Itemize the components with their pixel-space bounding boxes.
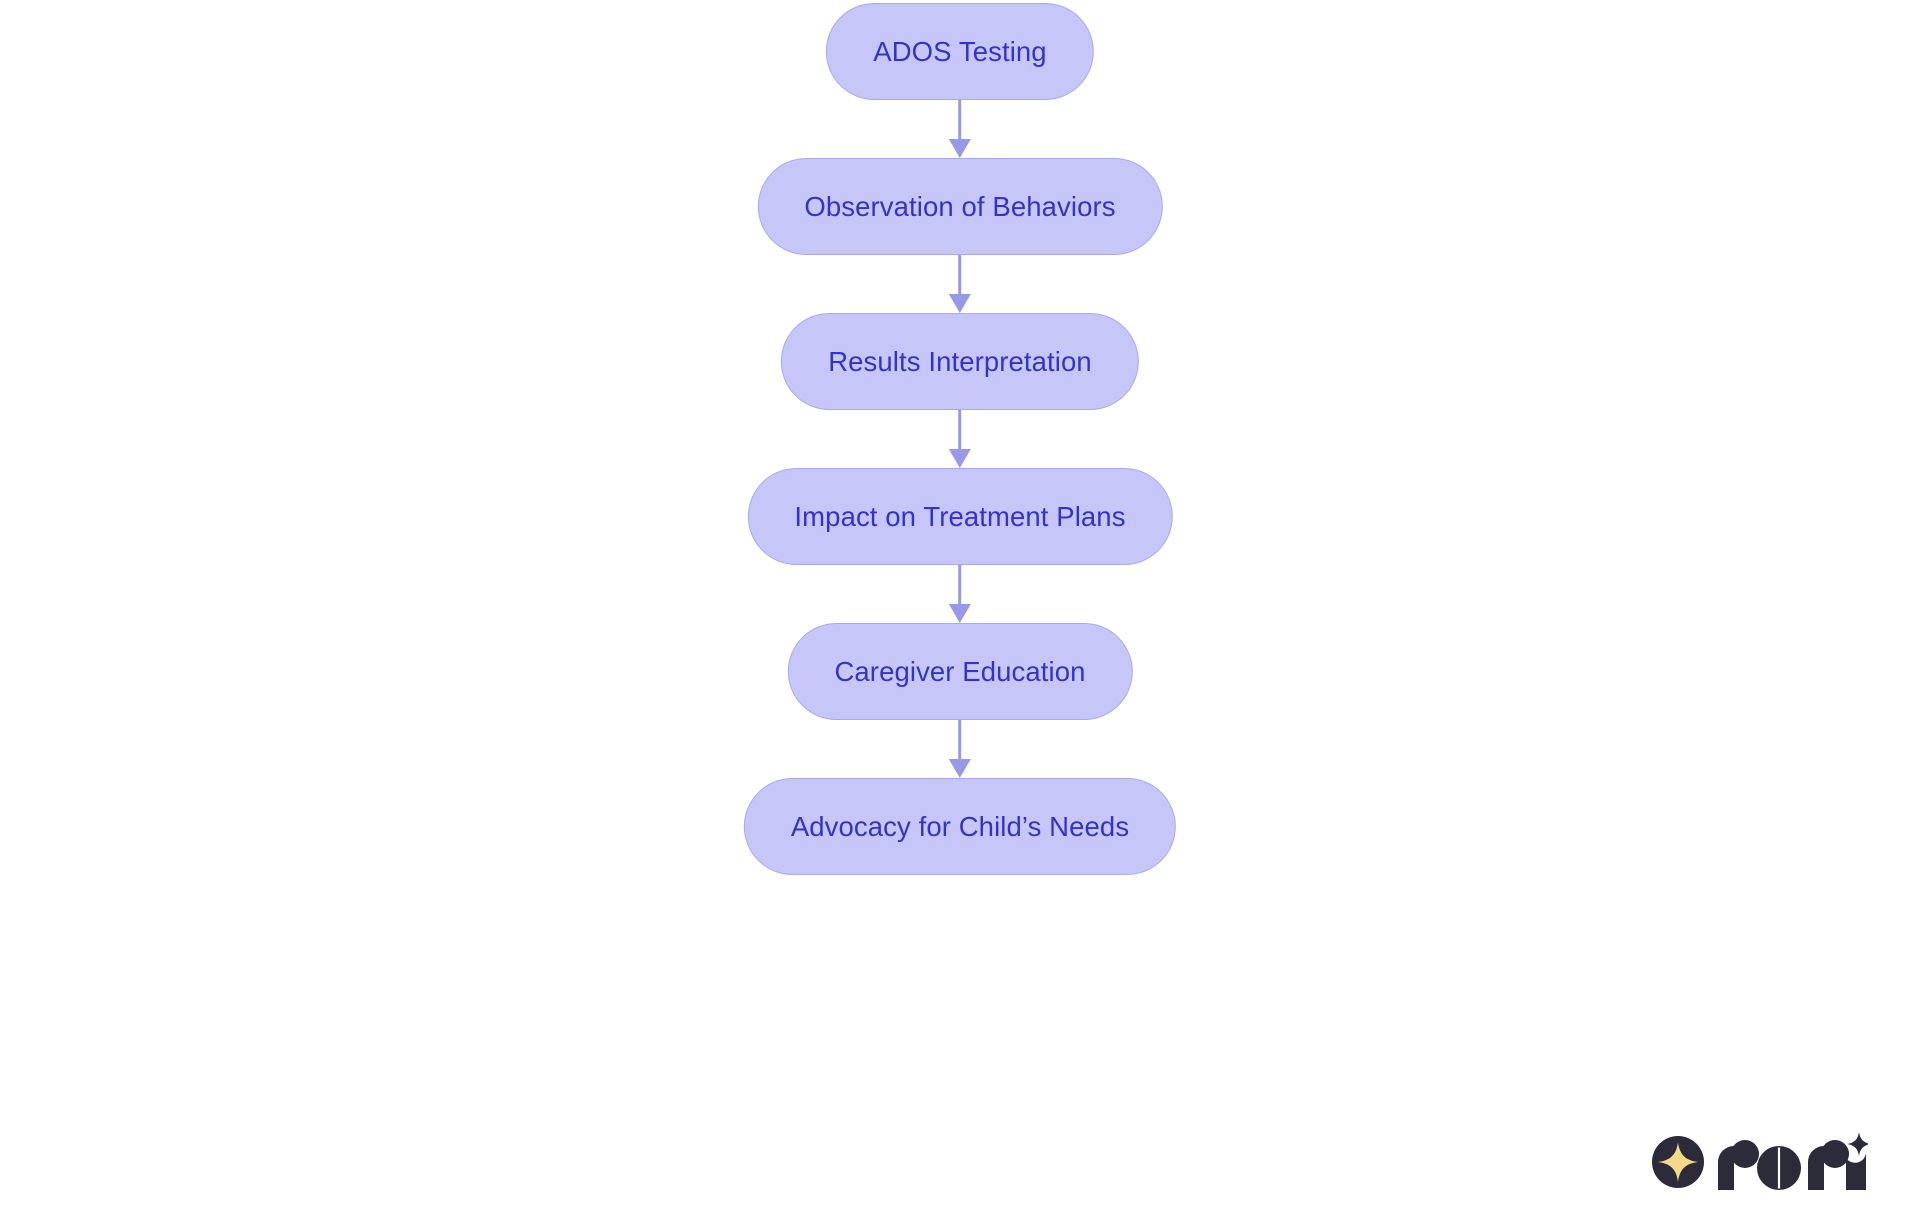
flow-node-label: Observation of Behaviors — [804, 190, 1116, 222]
flowchart-node-column: ADOS Testing Observation of Behaviors Re… — [743, 3, 1177, 875]
flow-node-label: Advocacy for Child’s Needs — [790, 810, 1130, 842]
flow-node-label: Impact on Treatment Plans — [794, 500, 1126, 532]
flow-node-impact-on-treatment-plans[interactable]: Impact on Treatment Plans — [747, 468, 1173, 565]
edge-line — [958, 408, 962, 454]
edge-line — [958, 563, 962, 609]
flow-node-caregiver-education[interactable]: Caregiver Education — [787, 623, 1133, 720]
rori-logo[interactable] — [1651, 1132, 1868, 1192]
rori-wordmark — [1718, 1132, 1868, 1190]
four-point-star-icon — [1652, 1136, 1704, 1188]
flow-node-label: Results Interpretation — [828, 345, 1092, 377]
arrowhead-icon — [949, 759, 971, 778]
edge-line — [958, 253, 962, 299]
edge-line — [958, 718, 962, 764]
flow-edge-n1-n2 — [945, 98, 975, 158]
flow-node-label: ADOS Testing — [873, 35, 1047, 67]
flow-edge-n3-n4 — [945, 408, 975, 468]
flow-edge-n5-n6 — [945, 718, 975, 778]
flow-node-results-interpretation[interactable]: Results Interpretation — [781, 313, 1139, 410]
flow-edge-n2-n3 — [945, 253, 975, 313]
arrowhead-icon — [949, 294, 971, 313]
edge-line — [958, 98, 962, 144]
flowchart-canvas: ADOS Testing Observation of Behaviors Re… — [743, 3, 1177, 875]
arrowhead-icon — [949, 604, 971, 623]
flow-node-label: Caregiver Education — [834, 655, 1086, 687]
flow-node-observation-of-behaviors[interactable]: Observation of Behaviors — [757, 158, 1163, 255]
arrowhead-icon — [949, 449, 971, 468]
flow-edge-n4-n5 — [945, 563, 975, 623]
arrowhead-icon — [949, 139, 971, 158]
flow-node-advocacy-for-childs-needs[interactable]: Advocacy for Child’s Needs — [743, 778, 1177, 875]
flow-node-ados-testing[interactable]: ADOS Testing — [826, 3, 1094, 100]
